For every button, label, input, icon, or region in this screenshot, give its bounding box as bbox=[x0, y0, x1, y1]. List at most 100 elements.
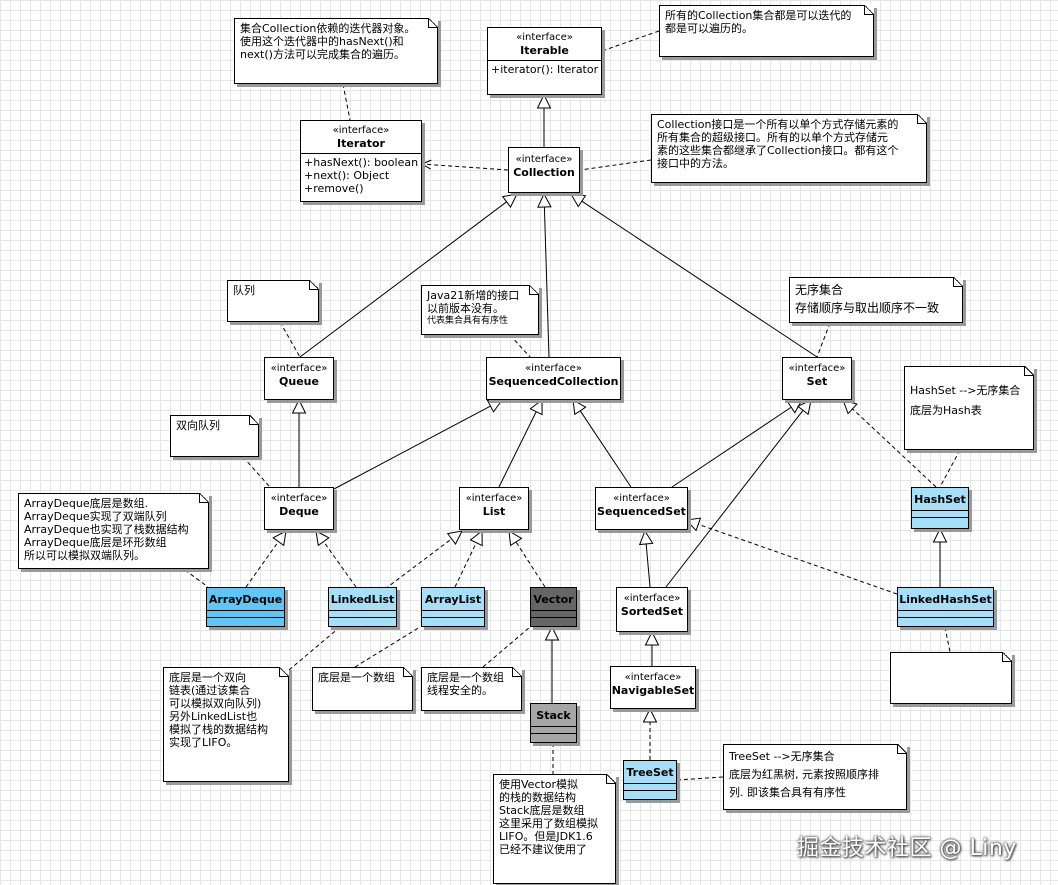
iterable-note[interactable]: 所有的Collection集合都是可以迭代的 都是可以遍历的。 bbox=[659, 5, 874, 57]
note-line: 底层是一个双向 bbox=[169, 671, 246, 684]
queue-note-link bbox=[279, 321, 301, 358]
iterator-interface[interactable]: «interface»Iterator +hasNext(): boolean+… bbox=[300, 120, 422, 202]
arraylist-class[interactable]: ArrayList bbox=[421, 587, 485, 627]
navigable-set-interface[interactable]: «interface»NavigableSet bbox=[610, 666, 696, 709]
operation: +iterator(): Iterator bbox=[491, 63, 599, 76]
deque-note[interactable]: 双向队列 bbox=[170, 415, 259, 457]
arraydeque-note[interactable]: ArrayDeque底层是数组. ArrayDeque实现了双端队列 Array… bbox=[18, 493, 209, 569]
vector-note[interactable]: 底层是一个数组 线程安全的。 bbox=[421, 667, 522, 711]
note-line: 这里采用了数组模拟 bbox=[499, 817, 598, 830]
note-line: 接口中的方法。 bbox=[657, 157, 734, 170]
queue-extends-collection-arrowhead bbox=[501, 193, 518, 208]
linkedlist-implements-list bbox=[384, 538, 452, 590]
queue-interface[interactable]: «interface»Queue bbox=[264, 357, 334, 400]
note-line: 所有集合的超级接口。所有的以单个方式存储元 bbox=[657, 131, 888, 144]
sequenced-set-interface[interactable]: «interface»SequencedSet bbox=[595, 487, 688, 530]
class-name: ArrayList bbox=[424, 593, 482, 606]
class-name: Iterator bbox=[337, 137, 385, 150]
note-line: TreeSet -->无序集合 bbox=[729, 750, 835, 763]
attributes-compartment bbox=[207, 610, 284, 617]
set-extends-collection bbox=[581, 200, 818, 358]
sorted-set-interface[interactable]: «interface»SortedSet bbox=[616, 587, 688, 632]
list-extends-sequencedcollection-arrowhead bbox=[529, 398, 543, 416]
stereotype: «interface» bbox=[515, 154, 573, 165]
note-line: 底层是一个数组 bbox=[427, 671, 504, 684]
deque-interface[interactable]: «interface»Deque bbox=[264, 487, 334, 530]
class-name: Set bbox=[806, 375, 828, 388]
navigableset-extends-sortedset-arrowhead bbox=[644, 630, 660, 646]
linkedlist-note[interactable]: 底层是一个双向 链表(通过该集合 可以模拟双向队列) 另外LinkedList也… bbox=[163, 667, 289, 782]
stack-extends-vector-arrowhead bbox=[544, 625, 560, 641]
treeset-note[interactable]: TreeSet -->无序集合 底层为红黑树, 元素按照顺序排 列. 即该集合具… bbox=[723, 744, 907, 810]
stereotype: «interface» bbox=[270, 363, 328, 374]
arraydeque-implements-deque bbox=[245, 541, 279, 588]
linkedhashset-class[interactable]: LinkedHashSet bbox=[897, 587, 994, 627]
note-line: 底层为Hash表 bbox=[910, 404, 982, 417]
iterator-note[interactable]: 集合Collection依赖的迭代器对象。 使用这个迭代器中的hasNext()… bbox=[234, 18, 438, 84]
note-line: ArrayDeque底层是数组. bbox=[24, 497, 149, 510]
sortedset-extends-sequencedset-arrowhead bbox=[638, 529, 654, 546]
operation: +hasNext(): boolean bbox=[304, 156, 419, 169]
note-line: 存储顺序与取出顺序不一致 bbox=[795, 301, 940, 315]
class-name: Vector bbox=[533, 593, 574, 606]
operations-compartment bbox=[422, 617, 484, 624]
stereotype: «interface» bbox=[465, 493, 523, 504]
linkedhashset-implements-sequencedset bbox=[698, 523, 898, 595]
operations-compartment bbox=[912, 517, 968, 524]
class-name: Deque bbox=[279, 505, 319, 518]
class-name: SequencedCollection bbox=[488, 375, 619, 388]
note-line: 所以可以模拟双端队列。 bbox=[24, 549, 145, 562]
note-line: 所有的Collection集合都是可以迭代的 bbox=[665, 9, 852, 22]
arraylist-note-link bbox=[354, 626, 421, 668]
linkedhashset-note-link bbox=[944, 626, 951, 653]
collection-note[interactable]: Collection接口是一个所有以单个方式存储元素的 所有集合的超级接口。所有… bbox=[651, 114, 927, 183]
stereotype: «interface» bbox=[516, 32, 573, 43]
deque-extends-queue-arrowhead bbox=[291, 398, 307, 414]
stereotype: «interface» bbox=[623, 593, 681, 604]
attributes-compartment bbox=[531, 610, 576, 617]
stack-class[interactable]: Stack bbox=[530, 703, 577, 743]
class-name: SequencedSet bbox=[597, 505, 686, 518]
arraydeque-class[interactable]: ArrayDeque bbox=[206, 587, 285, 627]
note-line: Java21新增的接口 bbox=[427, 289, 520, 302]
class-name: Collection bbox=[513, 166, 575, 179]
note-line: Collection接口是一个所有以单个方式存储元素的 bbox=[657, 118, 899, 131]
note-line: 列. 即该集合具有有序性 bbox=[729, 786, 846, 799]
note-line: 都是可以遍历的。 bbox=[665, 22, 753, 35]
note-line: HashSet -->无序集合 bbox=[910, 384, 1021, 397]
arraydeque-note-link bbox=[184, 569, 209, 588]
iterable-interface[interactable]: «interface»Iterable +iterator(): Iterato… bbox=[487, 27, 602, 95]
operations-compartment bbox=[531, 617, 576, 624]
treeset-class[interactable]: TreeSet bbox=[623, 760, 677, 800]
note-line: 双向队列 bbox=[176, 419, 220, 432]
note-line: 底层是一个数组 bbox=[318, 671, 395, 684]
class-name: NavigableSet bbox=[611, 684, 695, 697]
watermark: 掘金技术社区 @ Liny bbox=[797, 836, 1017, 861]
sequenced-collection-interface[interactable]: «interface»SequencedCollection bbox=[486, 357, 621, 400]
class-name: Queue bbox=[279, 375, 319, 388]
hashset-class[interactable]: HashSet bbox=[911, 487, 969, 529]
operations-compartment bbox=[531, 733, 576, 740]
linkedlist-class[interactable]: LinkedList bbox=[328, 587, 397, 627]
class-name: LinkedList bbox=[330, 593, 395, 606]
class-name: Iterable bbox=[520, 44, 569, 57]
note-line: Stack底层是数组 bbox=[499, 804, 585, 817]
operations-compartment bbox=[624, 790, 676, 797]
list-interface[interactable]: «interface»List bbox=[459, 487, 529, 530]
note-line: 已经不建议使用了 bbox=[499, 843, 587, 856]
queue-note[interactable]: 队列 bbox=[227, 280, 319, 322]
note-line: 无序集合 bbox=[795, 283, 844, 297]
operations-compartment bbox=[898, 617, 993, 624]
sequenced-collection-note[interactable]: Java21新增的接口 以前版本没有。 代表集合具有有序性 bbox=[421, 285, 539, 335]
stack-note[interactable]: 使用Vector模拟 的栈的数据结构 Stack底层是数组 这里采用了数组模拟 … bbox=[493, 774, 616, 884]
note-line: 队列 bbox=[233, 284, 255, 297]
collection-interface[interactable]: «interface»Collection bbox=[508, 147, 580, 193]
arraylist-note[interactable]: 底层是一个数组 bbox=[312, 667, 413, 711]
collection-depends-iterator-arrowhead bbox=[420, 159, 432, 170]
vector-class[interactable]: Vector bbox=[530, 587, 577, 627]
hashset-note[interactable]: HashSet -->无序集合 底层为Hash表 bbox=[904, 366, 1034, 450]
linkedhashset-note[interactable] bbox=[890, 652, 1012, 704]
sequencedset-extends-sequencedcollection-arrowhead bbox=[572, 399, 587, 416]
set-note[interactable]: 无序集合 存储顺序与取出顺序不一致 bbox=[789, 277, 963, 323]
set-interface[interactable]: «interface»Set bbox=[782, 357, 852, 400]
